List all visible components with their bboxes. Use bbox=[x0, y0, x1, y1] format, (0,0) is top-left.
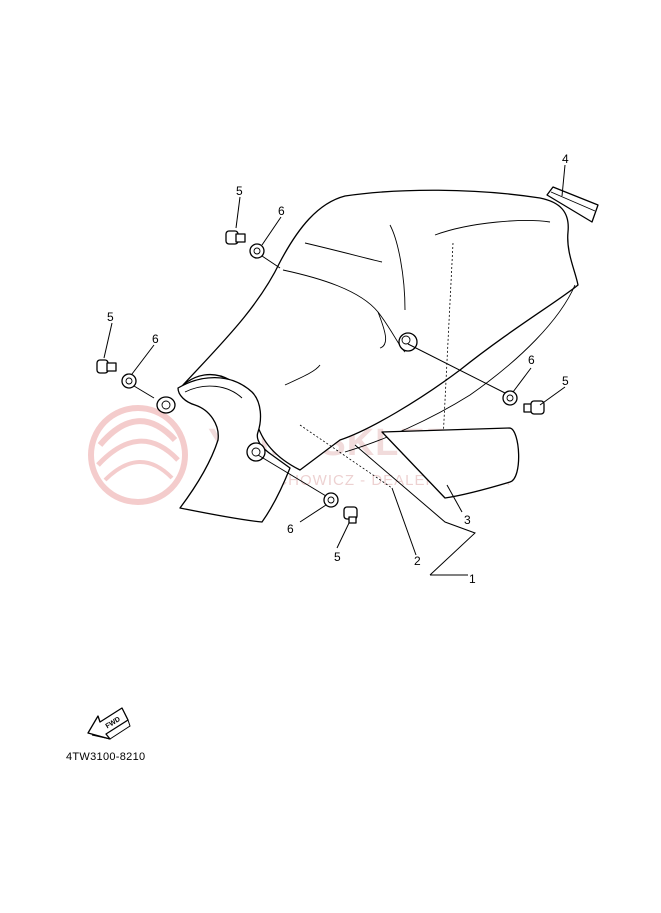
fasteners bbox=[96, 230, 545, 524]
callout-4: 4 bbox=[562, 152, 569, 166]
leader-lines bbox=[103, 164, 566, 576]
part-code: 4TW3100-8210 bbox=[66, 751, 146, 763]
fwd-arrow-icon: FWD bbox=[87, 707, 131, 740]
collar-part bbox=[502, 390, 518, 406]
collar-part bbox=[249, 243, 265, 259]
label-strip-part bbox=[546, 186, 599, 223]
callouts: 5 6 5 6 6 5 4 3 6 5 2 1 bbox=[107, 152, 569, 586]
callout-5: 5 bbox=[236, 184, 243, 198]
callout-1: 1 bbox=[469, 572, 476, 586]
bolt-part bbox=[96, 359, 117, 374]
callout-3: 3 bbox=[464, 513, 471, 527]
seat-pad-part bbox=[381, 427, 520, 499]
collar-part bbox=[121, 373, 137, 389]
callout-6: 6 bbox=[528, 353, 535, 367]
bolt-part bbox=[523, 400, 545, 415]
callout-6: 6 bbox=[287, 522, 294, 536]
callout-6: 6 bbox=[152, 332, 159, 346]
callout-5: 5 bbox=[562, 374, 569, 388]
callout-5: 5 bbox=[334, 550, 341, 564]
bolt-part bbox=[343, 506, 358, 524]
callout-6: 6 bbox=[278, 204, 285, 218]
collar-part bbox=[323, 492, 339, 508]
callout-2: 2 bbox=[414, 554, 421, 568]
callout-5: 5 bbox=[107, 310, 114, 324]
watermark-logo-icon bbox=[88, 405, 188, 505]
bolt-part bbox=[225, 230, 246, 245]
seat-assembly bbox=[156, 189, 579, 523]
